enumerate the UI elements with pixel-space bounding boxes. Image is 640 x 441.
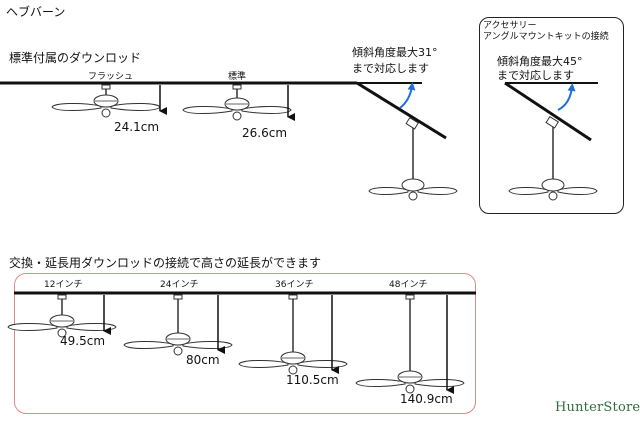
fan-flush-light xyxy=(101,108,111,118)
fan-flush-blade-right xyxy=(110,103,161,111)
fan-sloped-motor xyxy=(401,178,425,192)
accessory-title-1: アクセサリー xyxy=(483,21,537,31)
fan-standard-light xyxy=(232,111,242,121)
fan-accessory-motor xyxy=(541,178,565,192)
fan-48in-light xyxy=(405,384,415,394)
fan-label-flush: フラッシュ xyxy=(88,72,134,82)
fan-accessory-light xyxy=(548,191,558,201)
measurement-140-9: 140.9cm xyxy=(400,392,453,406)
fan-12in-light xyxy=(57,328,67,338)
measurement-24-1: 24.1cm xyxy=(114,120,160,134)
angle-arrow-45 xyxy=(557,83,576,111)
extension-highlight-box xyxy=(14,273,476,414)
fan-label-12in: 12インチ xyxy=(44,280,83,290)
fan-24in-blade-right xyxy=(182,341,233,349)
fan-36in-canopy xyxy=(288,294,298,300)
fan-label-24in: 24インチ xyxy=(160,280,199,290)
fan-label-36in: 36インチ xyxy=(275,280,314,290)
fan-label-48in: 48インチ xyxy=(389,280,428,290)
page-title: ヘブバーン xyxy=(6,5,66,19)
fan-sloped-light xyxy=(408,191,418,201)
fan-accessory-blade-left xyxy=(508,187,549,195)
fan-48in-blade-left xyxy=(355,379,406,387)
accessory-title-2: アングルマウントキットの接続 xyxy=(483,32,609,42)
fan-24in-blade-left xyxy=(123,341,174,349)
fan-accessory-blade-right xyxy=(557,187,598,195)
fan-48in-blade-right xyxy=(414,379,465,387)
fan-24in-light xyxy=(173,346,183,356)
measurement-80: 80cm xyxy=(186,353,220,367)
ceiling-line-slope xyxy=(356,81,447,140)
fan-flush-canopy xyxy=(101,84,111,90)
brand-logo: HunterStore xyxy=(555,400,640,415)
angle-45-line2: まで対応します xyxy=(497,69,574,82)
fan-label-standard: 標準 xyxy=(228,72,247,82)
fan-standard-canopy xyxy=(232,84,242,90)
standard-heading: 標準付属のダウンロッド xyxy=(9,51,142,65)
fan-12in-canopy xyxy=(57,294,67,300)
fan-flush-blade-left xyxy=(51,103,102,111)
fan-sloped-blade-right xyxy=(417,187,458,195)
accessory-box xyxy=(479,17,624,214)
fan-12in-blade-left xyxy=(7,323,58,331)
fan-standard-blade-right xyxy=(241,106,292,114)
fan-48in-canopy xyxy=(405,294,415,300)
ceiling-line-accessory-slope xyxy=(504,81,592,142)
fan-36in-blade-left xyxy=(238,360,289,368)
extension-heading: 交換・延長用ダウンロッドの接続で高さの延長ができます xyxy=(9,256,322,270)
angle-31-line1: 傾斜角度最大31° xyxy=(352,46,438,59)
measurement-110-5: 110.5cm xyxy=(286,373,339,387)
angle-arrow-31 xyxy=(399,82,416,109)
angle-45-line1: 傾斜角度最大45° xyxy=(497,55,583,68)
fan-sloped-canopy xyxy=(405,116,419,130)
fan-accessory-canopy xyxy=(545,115,559,129)
measurement-26-6: 26.6cm xyxy=(242,126,288,140)
fan-24in-canopy xyxy=(173,294,183,300)
fan-36in-light xyxy=(288,365,298,375)
angle-31-line2: まで対応します xyxy=(352,62,429,75)
fan-36in-blade-right xyxy=(297,360,348,368)
fan-12in-blade-right xyxy=(66,323,117,331)
fan-sloped-blade-left xyxy=(368,187,409,195)
measurement-49-5: 49.5cm xyxy=(60,334,106,348)
fan-standard-blade-left xyxy=(182,106,233,114)
